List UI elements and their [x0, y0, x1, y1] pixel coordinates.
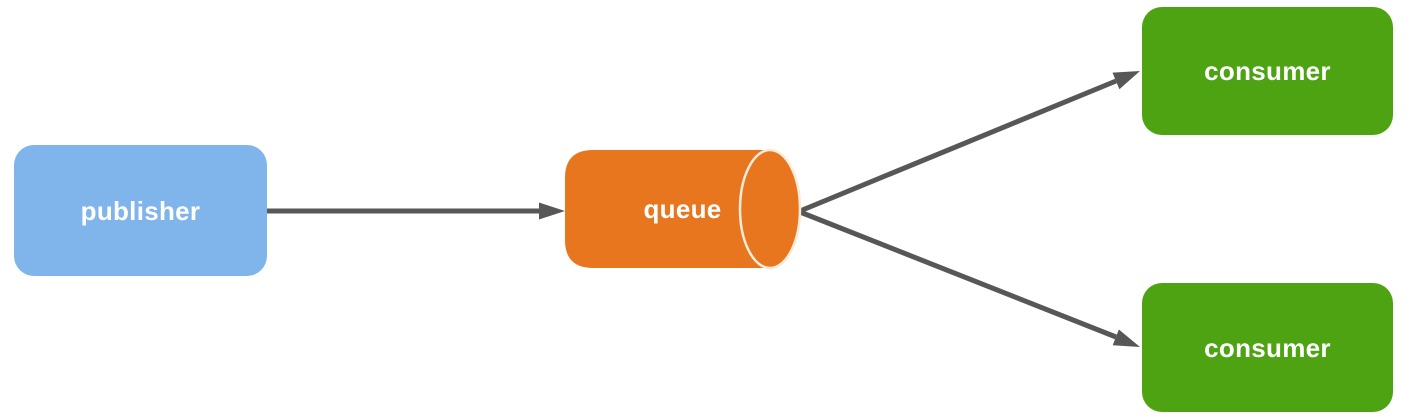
consumer-bottom-label: consumer	[1204, 332, 1331, 363]
cylinder-cap	[738, 148, 802, 270]
edge-queue-to-consumer-bottom	[799, 209, 1140, 347]
consumer-bottom-node: consumer	[1142, 283, 1393, 412]
arrowhead-icon	[539, 202, 565, 220]
publisher-label: publisher	[80, 195, 201, 226]
edge-queue-to-consumer-top	[799, 71, 1140, 214]
arrowhead-icon	[1112, 71, 1140, 90]
edge-line	[799, 209, 1117, 340]
queue-node	[565, 148, 802, 270]
edge-publisher-to-queue	[267, 202, 565, 220]
edge-line	[799, 78, 1117, 214]
publisher-node: publisher	[14, 145, 267, 276]
consumer-top-node: consumer	[1142, 7, 1393, 135]
cylinder-body	[565, 150, 800, 268]
consumer-top-label: consumer	[1204, 56, 1331, 86]
arrowhead-icon	[1112, 329, 1140, 347]
